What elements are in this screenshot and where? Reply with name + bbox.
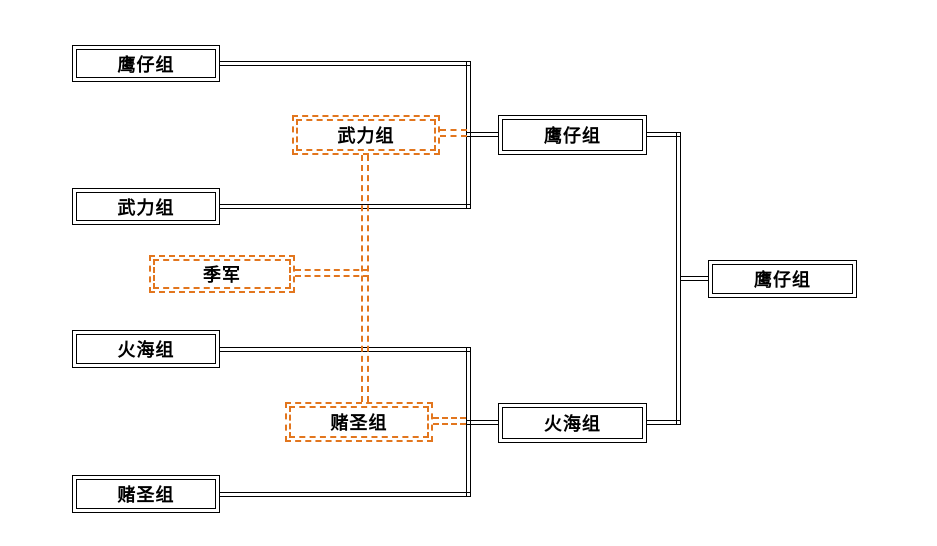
- dashed-connector-third-place-h: [295, 269, 369, 277]
- team-label-round2-top: 鹰仔组: [502, 119, 643, 151]
- loser-label-bottom: 赌圣组: [289, 406, 429, 438]
- team-label-round2-bottom: 火海组: [502, 407, 643, 439]
- loser-box-bottom: 赌圣组: [285, 402, 433, 442]
- connector-r2-top-h: [646, 132, 681, 137]
- dashed-connector-loser-bottom-h: [433, 417, 466, 425]
- loser-label-top: 武力组: [296, 119, 436, 151]
- dashed-connector-consolation-v: [361, 155, 369, 402]
- champion-box: 鹰仔组: [708, 260, 857, 298]
- loser-box-top: 武力组: [292, 115, 440, 155]
- team-box-round1-1: 鹰仔组: [72, 45, 220, 82]
- connector-semifinal-bottom-v: [466, 347, 471, 497]
- connector-to-r2-bottom: [466, 420, 500, 425]
- champion-label: 鹰仔组: [712, 264, 853, 294]
- connector-r1-bot1-h: [220, 347, 470, 352]
- dashed-connector-loser-top-h: [440, 129, 467, 137]
- team-label-round1-1: 鹰仔组: [76, 49, 216, 78]
- team-box-round2-top: 鹰仔组: [498, 115, 647, 155]
- team-box-round1-3: 火海组: [72, 330, 220, 368]
- connector-to-r2-top: [466, 132, 500, 137]
- connector-r2-bottom-h: [646, 420, 681, 425]
- team-label-round1-4: 赌圣组: [76, 479, 216, 509]
- connector-r1-bot2-h: [220, 492, 470, 497]
- connector-r1-top2-h: [220, 204, 470, 209]
- connector-final-v: [676, 132, 681, 425]
- team-box-round1-2: 武力组: [72, 188, 220, 225]
- team-label-round1-3: 火海组: [76, 334, 216, 364]
- team-box-round2-bottom: 火海组: [498, 403, 647, 443]
- third-place-box: 季军: [149, 255, 295, 293]
- team-box-round1-4: 赌圣组: [72, 475, 220, 513]
- team-label-round1-2: 武力组: [76, 192, 216, 221]
- third-place-label: 季军: [153, 259, 291, 289]
- connector-r1-top1-h: [220, 61, 470, 66]
- connector-to-champion: [680, 276, 710, 281]
